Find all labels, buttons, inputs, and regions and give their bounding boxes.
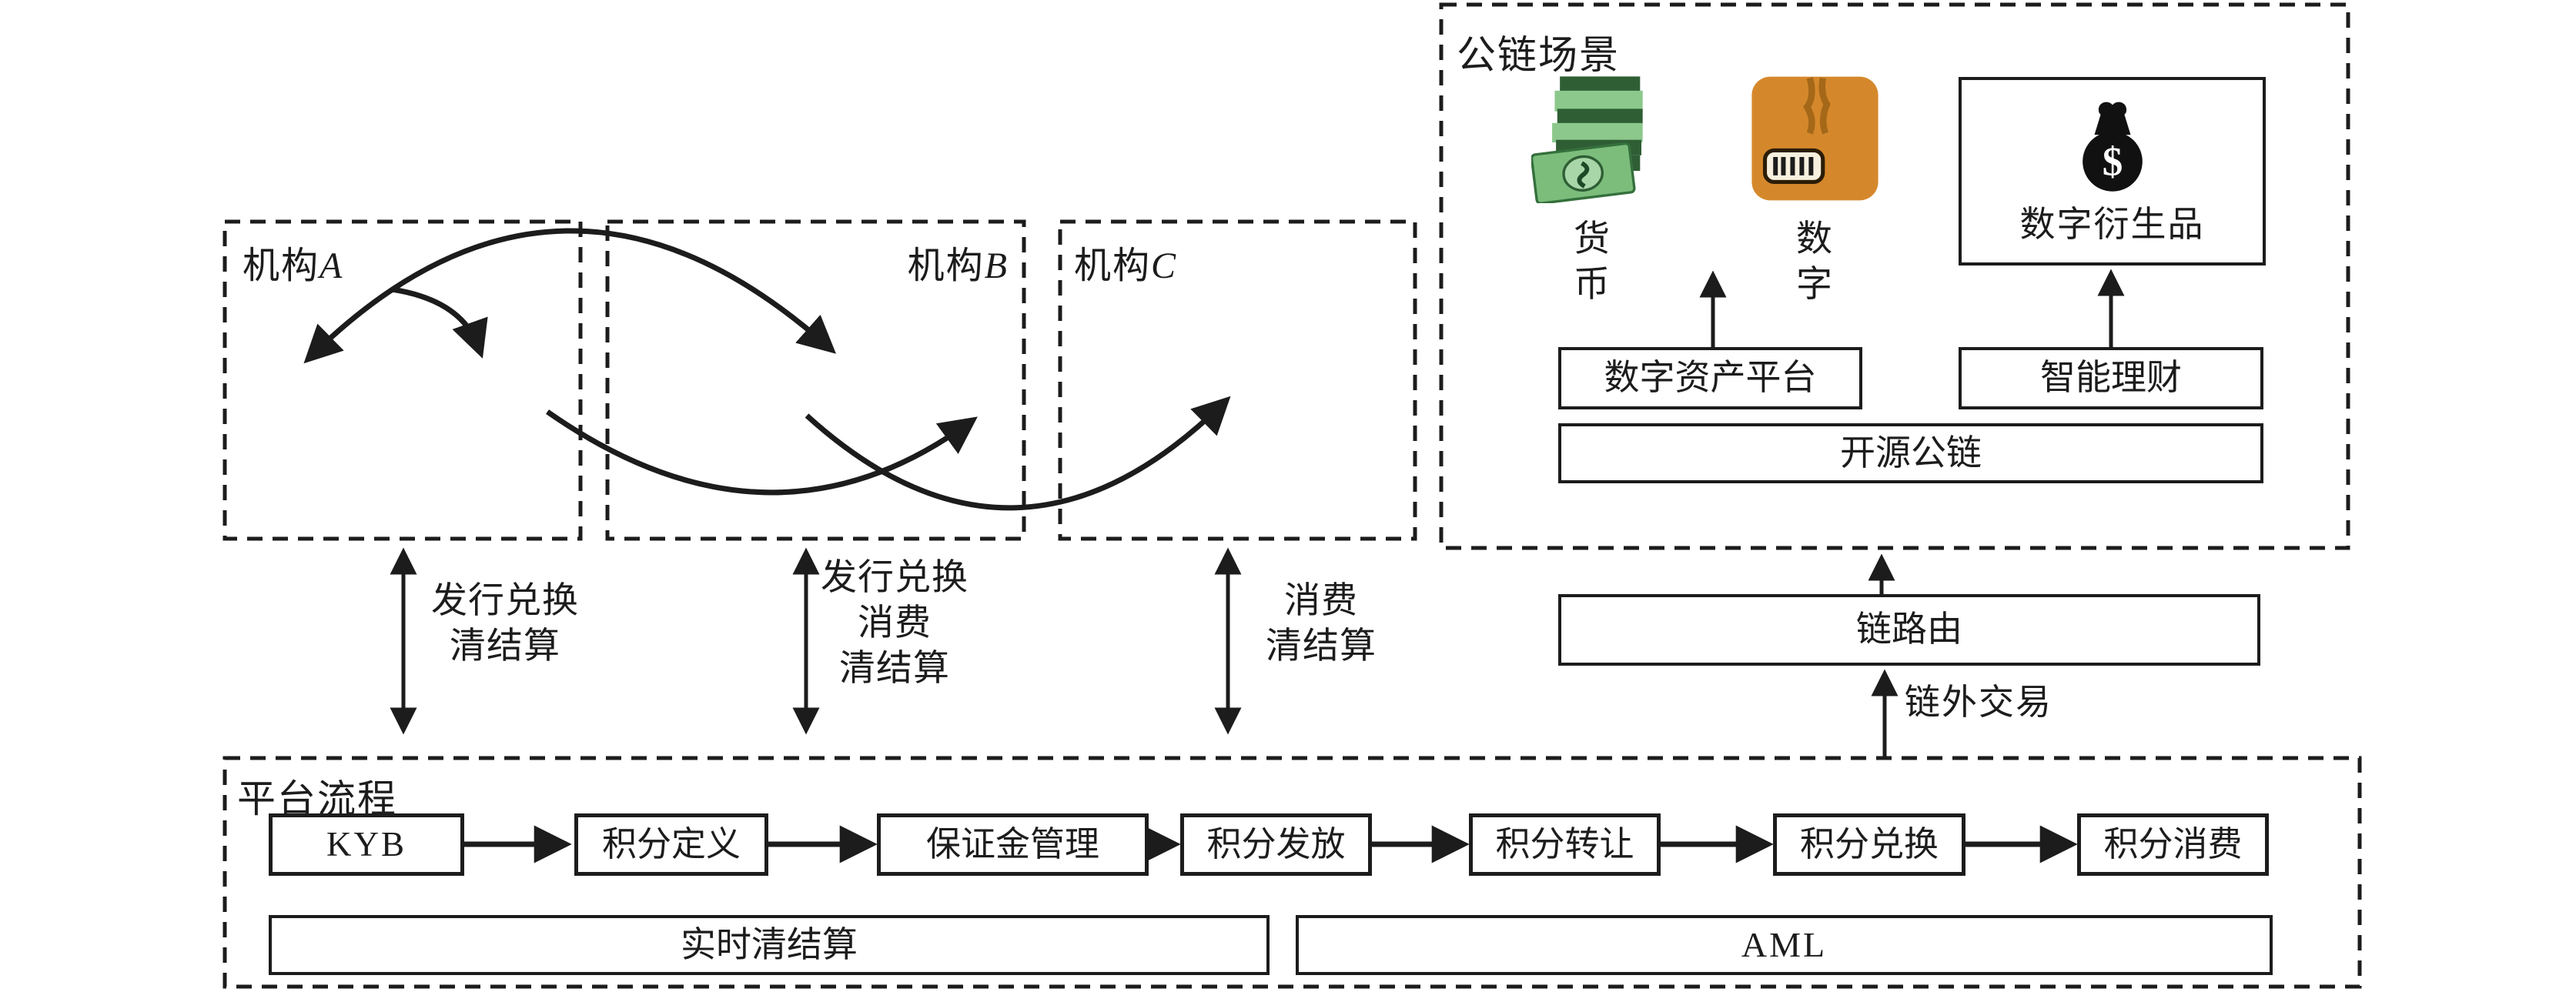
smart-wealth-box: 智能理财 [1959, 347, 2263, 409]
router-label: 链路由 [1856, 610, 1962, 650]
settlement-label-a: 发行兑换 清结算 [431, 581, 579, 666]
digital-label: 数 字 [1796, 219, 1833, 305]
flow-box-points-exchange: 积分兑换 [1773, 813, 1965, 876]
barcode [1773, 156, 1814, 175]
institution-b-prefix: 机构 [907, 245, 985, 286]
platform-box [222, 756, 2362, 989]
flow-box-points-issuance-label: 积分发放 [1206, 824, 1346, 863]
institution-b-label: 机构B [831, 235, 1009, 289]
institution-a-prefix: 机构 [243, 245, 320, 286]
package-icon [1749, 74, 1881, 203]
derivatives-label: 数字衍生品 [2019, 205, 2205, 244]
aml-label: AML [1741, 924, 1828, 964]
offchain-label: 链外交易 [1905, 683, 2052, 722]
flow-box-points-consumption: 积分消费 [2077, 813, 2269, 876]
flow-box-points-exchange-label: 积分兑换 [1799, 824, 1939, 863]
settlement-label-c: 消费 清结算 [1266, 581, 1377, 666]
settlement-label-b: 发行兑换 消费 清结算 [821, 558, 969, 689]
flow-box-points-definition: 积分定义 [574, 813, 768, 876]
transfer-arc-branch [391, 286, 488, 359]
asset-platform-box: 数字资产平台 [1558, 347, 1862, 409]
public-chain-title: 公链场景 [1457, 35, 1621, 78]
flow-box-kyb-label: KYB [326, 824, 406, 863]
realtime-settlement-label: 实时清结算 [681, 924, 858, 964]
currency-label: 货 币 [1574, 219, 1611, 305]
flow-box-points-consumption-label: 积分消费 [2103, 824, 2243, 863]
smart-wealth-label: 智能理财 [2040, 358, 2182, 398]
derivatives-box: $ 数字衍生品 [1959, 77, 2266, 266]
open-chain-label: 开源公链 [1840, 433, 1982, 473]
platform-title: 平台流程 [237, 777, 397, 820]
flow-box-margin-management-label: 保证金管理 [925, 824, 1099, 863]
flow-box-points-transfer-label: 积分转让 [1495, 824, 1634, 863]
transfer-arc-main [303, 228, 837, 364]
money-stack-icon [1530, 74, 1654, 205]
flow-box-points-transfer: 积分转让 [1469, 813, 1661, 876]
money-bag-icon: $ [2082, 102, 2143, 192]
asset-platform-label: 数字资产平台 [1604, 358, 1817, 398]
flow-box-points-issuance: 积分发放 [1180, 813, 1372, 876]
open-chain-box: 开源公链 [1558, 423, 2263, 483]
transfer-arc-a-b [545, 409, 978, 496]
aml-box: AML [1296, 915, 2273, 975]
public-chain-box [1439, 2, 2350, 550]
institution-c-label: 机构C [1074, 235, 1177, 289]
money-bag-dollar: $ [2102, 139, 2123, 184]
institution-c-box [1058, 219, 1417, 541]
transfer-arc-b-c [805, 396, 1231, 511]
institution-c-prefix: 机构 [1074, 245, 1152, 286]
flow-box-kyb: KYB [269, 813, 464, 876]
institution-a-letter: A [319, 245, 344, 286]
institution-c-letter: C [1151, 245, 1178, 286]
realtime-settlement-box: 实时清结算 [269, 915, 1270, 975]
institution-b-letter: B [984, 245, 1009, 286]
flow-box-margin-management: 保证金管理 [877, 813, 1149, 876]
router-box: 链路由 [1558, 594, 2260, 666]
institution-b-box [605, 219, 1026, 541]
institution-a-box [222, 219, 583, 541]
flow-box-points-definition-label: 积分定义 [601, 824, 741, 863]
institution-a-label: 机构A [243, 235, 343, 289]
